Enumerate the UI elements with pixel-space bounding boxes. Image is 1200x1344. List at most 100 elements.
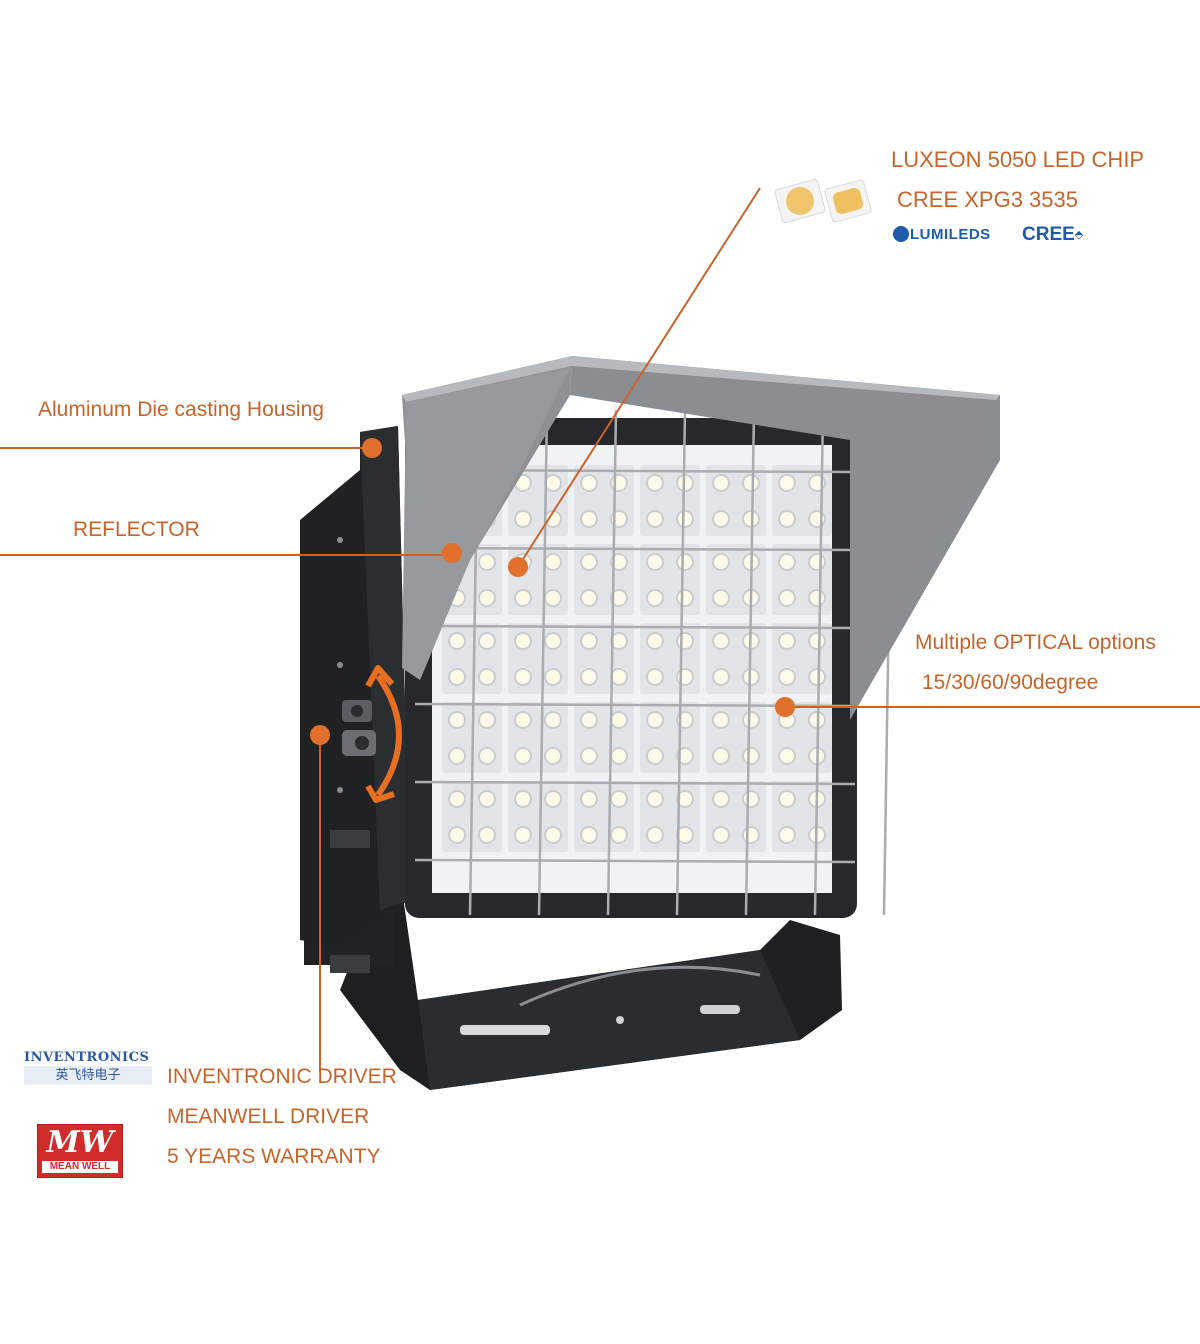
- led-emitter: [676, 747, 694, 765]
- led-emitter: [712, 826, 730, 844]
- led-chip-images: [774, 179, 872, 223]
- led-emitter: [712, 474, 730, 492]
- led-emitter: [544, 668, 562, 686]
- led-emitter: [580, 668, 598, 686]
- led-emitter: [742, 711, 760, 729]
- led-emitter: [580, 632, 598, 650]
- led-emitter: [646, 553, 664, 571]
- led-emitter: [544, 711, 562, 729]
- led-emitter: [646, 711, 664, 729]
- led-emitter: [712, 589, 730, 607]
- led-emitter: [478, 747, 496, 765]
- led-emitter: [646, 510, 664, 528]
- led-emitter: [580, 790, 598, 808]
- chip-label-secondary: CREE XPG3 3535: [897, 187, 1078, 212]
- led-emitter: [808, 553, 826, 571]
- callout-leaders: [0, 187, 1200, 1072]
- led-emitter: [610, 668, 628, 686]
- led-emitter: [646, 790, 664, 808]
- led-emitter: [544, 826, 562, 844]
- lumileds-icon: [893, 226, 909, 242]
- led-emitter: [478, 668, 496, 686]
- led-emitter: [478, 826, 496, 844]
- meanwell-logo: MW MEAN WELL: [37, 1124, 123, 1178]
- visor-shade: [402, 356, 1000, 720]
- meanwell-mark: MW: [46, 1125, 114, 1160]
- led-emitter: [544, 632, 562, 650]
- led-emitter: [610, 632, 628, 650]
- led-emitter: [778, 510, 796, 528]
- led-emitter: [778, 474, 796, 492]
- led-emitter: [808, 589, 826, 607]
- led-emitter: [742, 474, 760, 492]
- led-emitter: [778, 589, 796, 607]
- led-emitter: [646, 668, 664, 686]
- led-emitter: [742, 747, 760, 765]
- guard-wire: [414, 546, 856, 552]
- led-emitter: [478, 790, 496, 808]
- tilt-arrow-icon: [375, 674, 402, 797]
- led-emitter: [778, 826, 796, 844]
- led-emitter: [676, 632, 694, 650]
- led-emitter: [580, 510, 598, 528]
- led-emitter: [544, 589, 562, 607]
- guard-wire: [414, 858, 856, 864]
- led-emitter: [712, 632, 730, 650]
- led-emitter: [712, 510, 730, 528]
- guard-wire: [414, 624, 856, 630]
- led-emitter: [610, 826, 628, 844]
- led-emitter: [448, 790, 466, 808]
- guard-wire: [537, 409, 549, 916]
- led-emitter: [610, 553, 628, 571]
- led-emitter: [478, 553, 496, 571]
- led-emitter: [514, 790, 532, 808]
- optics-angles-label: 15/30/60/90degree: [922, 671, 1099, 694]
- reflector-label: REFLECTOR: [73, 518, 200, 541]
- led-emitter: [712, 790, 730, 808]
- guard-wire: [675, 409, 687, 916]
- led-emitter: [580, 553, 598, 571]
- led-emitter: [448, 668, 466, 686]
- led-emitter: [712, 711, 730, 729]
- led-emitter: [778, 632, 796, 650]
- warranty-label: 5 YEARS WARRANTY: [167, 1145, 381, 1168]
- guard-wire: [606, 409, 618, 916]
- led-emitter: [646, 747, 664, 765]
- chip-label: LUXEON 5050 LED CHIP: [891, 147, 1145, 172]
- inventronics-logo: INVENTRONICS: [24, 1050, 150, 1065]
- led-emitter: [544, 790, 562, 808]
- mounting-bracket: [340, 890, 842, 1090]
- led-emitter: [514, 747, 532, 765]
- led-emitter: [742, 790, 760, 808]
- led-emitter: [808, 668, 826, 686]
- cree-logo: CREE⬘: [1022, 224, 1083, 246]
- led-emitter: [448, 826, 466, 844]
- led-emitter: [580, 589, 598, 607]
- led-emitter: [610, 474, 628, 492]
- lumileds-logo: LUMILEDS: [893, 226, 991, 243]
- led-emitter: [544, 553, 562, 571]
- led-emitter: [712, 668, 730, 686]
- led-emitter: [448, 632, 466, 650]
- guard-wire: [744, 409, 756, 916]
- housing-label: Aluminum Die casting Housing: [38, 398, 324, 421]
- led-emitter: [646, 826, 664, 844]
- led-emitter: [646, 589, 664, 607]
- guard-wire: [813, 409, 825, 916]
- led-emitter: [544, 474, 562, 492]
- led-emitter: [580, 711, 598, 729]
- led-emitter: [514, 668, 532, 686]
- led-emitter: [478, 589, 496, 607]
- led-emitter: [580, 474, 598, 492]
- led-emitter: [778, 790, 796, 808]
- led-emitter: [712, 747, 730, 765]
- led-emitter: [676, 668, 694, 686]
- led-emitter: [514, 510, 532, 528]
- cree-wordmark: CREE: [1022, 224, 1075, 245]
- led-emitter: [610, 790, 628, 808]
- led-emitter: [676, 510, 694, 528]
- led-emitter: [478, 711, 496, 729]
- guard-wire: [414, 780, 856, 786]
- callout-dots: [310, 438, 795, 745]
